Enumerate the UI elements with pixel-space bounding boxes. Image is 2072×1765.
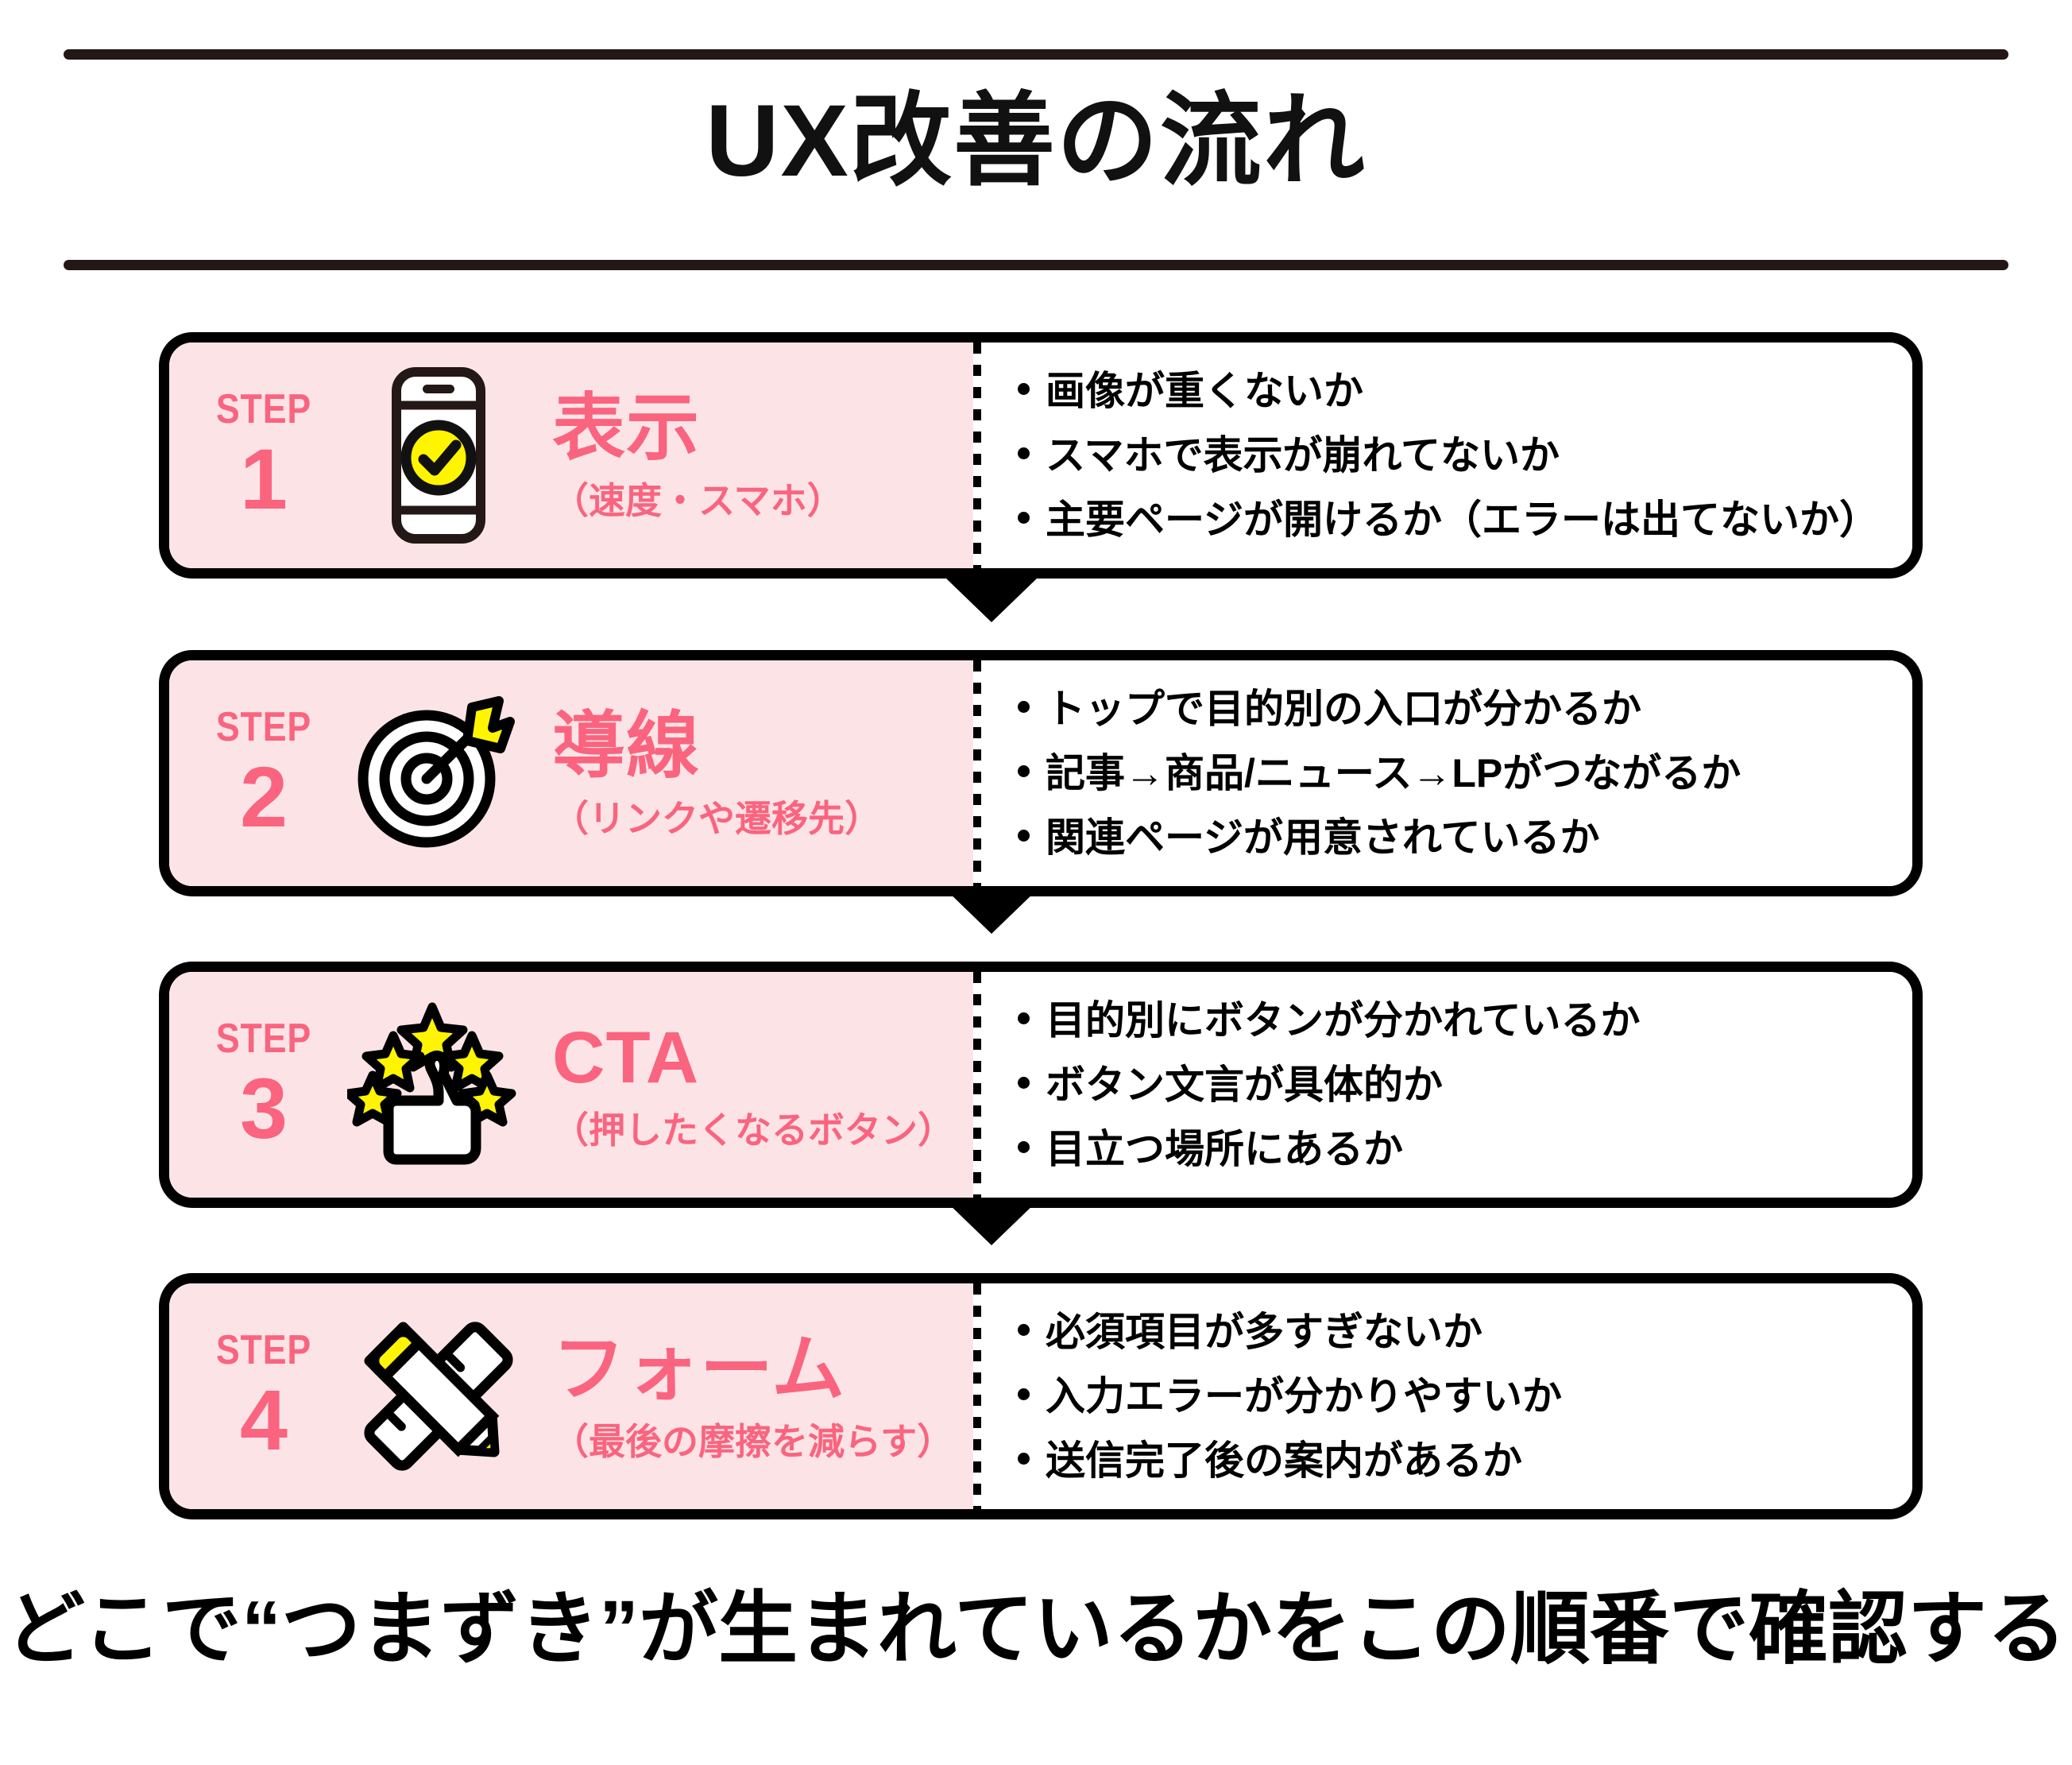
step-card-4-left: STEP 4 [169,1283,973,1509]
bullet-dot-icon [1018,511,1030,524]
step-badge-2: STEP 2 [188,706,339,840]
step-title-4: フォーム [552,1329,846,1410]
bullet-item: 目立つ場所にあるか [1018,1126,1893,1171]
step-number-1: 1 [239,431,288,527]
bullet-item: ボタン文言が具体的か [1018,1062,1893,1107]
bullet-item: 記事→商品/ニュース→LPがつながるか [1018,750,1893,795]
step-subtitle-1: （速度・スマホ） [552,480,844,521]
footer-highlight-text: 確認する [1749,1585,2066,1674]
bullet-dot-icon [1018,829,1030,842]
step-word-2: STEP [215,704,312,750]
bullet-text: 画像が重くないか [1046,368,1363,413]
bullet-item: 画像が重くないか [1018,368,1893,413]
step-subtitle-2: （リンクや遷移先） [552,798,881,839]
bullet-item: スマホで表示が崩れてないか [1018,432,1893,478]
bullet-dot-icon [1018,764,1030,777]
card-divider-3 [973,972,981,1198]
step-card-2-left: STEP 2 導線 （リンクや遷移先） [169,660,973,886]
step-subtitle-3: （押したくなるボタン） [552,1109,954,1151]
pencil-ruler-icon [339,1305,538,1488]
step-card-3[interactable]: STEP 3 CTA （押したくなるボタン） [159,962,1923,1208]
bullet-item: 関連ページが用意されているか [1018,815,1893,860]
page-title: UX改善の流れ [705,84,1367,198]
step-title-2: 導線 [552,706,701,787]
bullet-text: 目立つ場所にあるか [1046,1126,1403,1171]
step-word-1: STEP [215,386,312,432]
bullet-item: 送信完了後の案内があるか [1018,1438,1893,1483]
bullet-text: 送信完了後の案内があるか [1046,1438,1522,1483]
target-arrow-icon [339,682,538,865]
bullet-dot-icon [1018,1452,1030,1465]
bullet-text: 入力エラーが分かりやすいか [1046,1373,1562,1419]
bullet-item: 目的別にボタンが分かれているか [1018,997,1893,1043]
bullet-item: 主要ページが開けるか（エラーは出てないか） [1018,497,1893,542]
bullet-text: 必須項目が多すぎないか [1046,1309,1482,1354]
step-number-4: 4 [239,1372,288,1468]
bullet-text: スマホで表示が崩れてないか [1046,432,1560,478]
step-card-1-right: 画像が重くないか スマホで表示が崩れてないか 主要ページが開けるか（エラーは出て… [981,343,1912,568]
step-titles-1: 表示 （速度・スマホ） [538,392,973,519]
step-card-2[interactable]: STEP 2 導線 （リンクや遷移先） トップで目的別の入口が分かるか 記事→商… [159,650,1923,896]
step-card-3-left: STEP 3 CTA （押したくなるボタン） [169,972,973,1198]
bullet-dot-icon [1018,700,1030,713]
bullet-dot-icon [1018,1388,1030,1400]
step-subtitle-4: （最後の摩擦を減らす） [552,1421,954,1462]
step-titles-2: 導線 （リンクや遷移先） [538,710,973,837]
step-card-4-right: 必須項目が多すぎないか 入力エラーが分かりやすいか 送信完了後の案内があるか [981,1283,1912,1509]
step-card-1[interactable]: STEP 1 表示 （速度・スマホ） 画像が重くないか スマ [159,332,1923,579]
card-divider-1 [973,343,981,568]
flow-arrow-1-to-2 [945,578,1038,622]
footer-summary: どこで“つまずき”が生まれているかをこの順番で確認する [0,1577,2072,1681]
flow-arrow-3-to-4 [945,1201,1038,1245]
bullet-text: 記事→商品/ニュース→LPがつながるか [1046,750,1741,795]
step-number-3: 3 [239,1060,288,1156]
step-number-2: 2 [239,749,288,845]
bullet-item: トップで目的別の入口が分かるか [1018,687,1893,731]
bullet-dot-icon [1018,1323,1030,1336]
card-divider-4 [973,1283,981,1509]
bullet-item: 必須項目が多すぎないか [1018,1310,1893,1354]
bullet-text: 目的別にボタンが分かれているか [1046,997,1641,1043]
step-titles-3: CTA （押したくなるボタン） [538,1021,973,1148]
bullet-dot-icon [1018,447,1030,459]
title-rule-bottom [64,260,2008,270]
smartphone-check-icon [339,364,538,547]
step-title-3: CTA [552,1017,700,1098]
bullet-dot-icon [1018,1140,1030,1153]
step-card-2-right: トップで目的別の入口が分かるか 記事→商品/ニュース→LPがつながるか 関連ペー… [981,660,1912,886]
step-card-1-left: STEP 1 表示 （速度・スマホ） [169,343,973,568]
step-word-3: STEP [215,1016,312,1062]
step-title-1: 表示 [552,388,701,469]
step-card-3-right: 目的別にボタンが分かれているか ボタン文言が具体的か 目立つ場所にあるか [981,972,1912,1198]
card-divider-2 [973,660,981,886]
bullet-item: 入力エラーが分かりやすいか [1018,1373,1893,1419]
title-rule-top [64,49,2008,60]
step-badge-4: STEP 4 [188,1330,339,1463]
bullet-text: トップで目的別の入口が分かるか [1046,686,1641,731]
bullet-dot-icon [1018,1012,1030,1024]
bullet-dot-icon [1018,382,1030,395]
step-card-4[interactable]: STEP 4 [159,1273,1923,1519]
step-titles-4: フォーム （最後の摩擦を減らす） [538,1333,973,1460]
step-badge-3: STEP 3 [188,1018,339,1152]
bullet-text: ボタン文言が具体的か [1046,1062,1443,1107]
flow-arrow-2-to-3 [945,889,1038,934]
step-word-4: STEP [215,1327,312,1373]
bullet-dot-icon [1018,1076,1030,1089]
step-badge-1: STEP 1 [188,389,339,522]
footer-lead-text: どこで“つまずき”が生まれているかをこの順番で [6,1585,1749,1674]
footer-highlight: 確認する [1745,1577,2072,1681]
thumbs-up-stars-icon [339,993,538,1176]
bullet-text: 関連ページが用意されているか [1046,815,1600,860]
bullet-text: 主要ページが開けるか（エラーは出てないか） [1046,497,1879,542]
